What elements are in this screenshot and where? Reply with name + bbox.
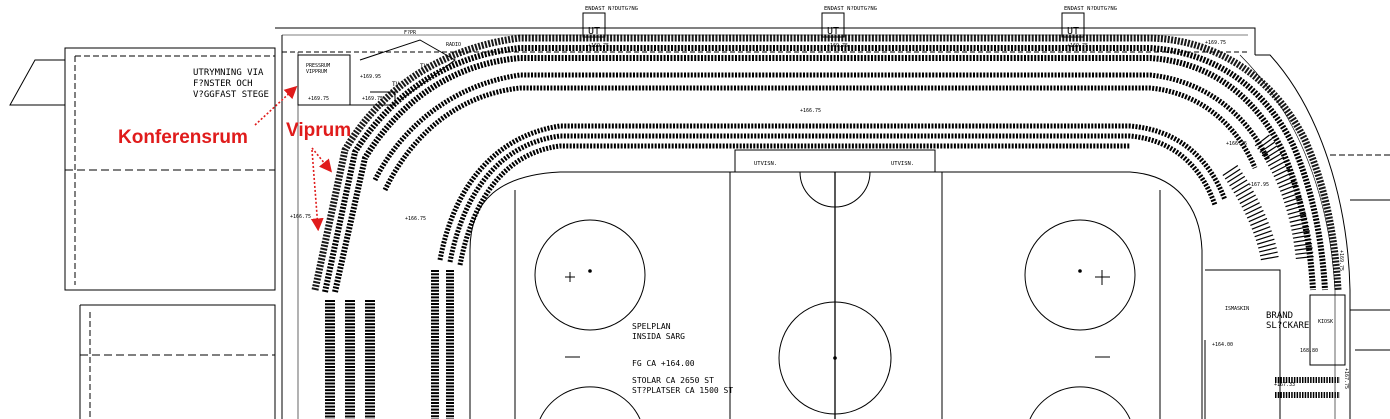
rink — [469, 149, 1203, 419]
level-label: +169.75 — [588, 43, 609, 49]
evacuation-note: F?NSTER OCH — [193, 79, 253, 89]
level-label: +169.75 — [1338, 250, 1344, 271]
level-label: +167.95 — [1248, 182, 1269, 188]
service-rooms — [1204, 269, 1346, 419]
evacuation-note: UTRYMNING VIA — [193, 68, 264, 78]
room-label-utvisn-right: UTVISN. — [891, 161, 914, 167]
room-label-pressrum: PRESSRUM — [306, 63, 330, 69]
exit-door-label: UT — [1067, 26, 1079, 37]
room-label-fpr: F?PR — [404, 30, 417, 36]
level-label: +169.95 — [360, 74, 381, 80]
annotation-viprum: Viprum — [286, 120, 351, 141]
level-label: +169.75 — [1067, 43, 1088, 49]
exit-door-label: UT — [827, 26, 839, 37]
rink-level: FG CA +164.00 — [632, 359, 695, 368]
annotation-konferensrum: Konferensrum — [118, 127, 248, 148]
faceoff-dots — [588, 269, 1082, 360]
room-label-brand: BRAND — [1266, 311, 1293, 321]
room-label-tv: TV — [420, 63, 428, 70]
exit-label: ENDAST N?DUTG?NG — [585, 6, 638, 12]
room-label-radio: RADIO — [446, 42, 461, 48]
rink-seats: STOLAR CA 2650 ST — [632, 376, 714, 385]
level-label: 168.80 — [1300, 348, 1318, 354]
exit-door-label: UT — [588, 26, 600, 37]
room-label-vipprum: VIPPRUM — [306, 69, 327, 75]
room-label-kiosk: KIOSK — [1318, 319, 1333, 325]
room-label-utvisn-left: UTVISN. — [754, 161, 777, 167]
rink-label: SPELPLAN — [632, 322, 671, 331]
level-label: +166.75 — [1226, 141, 1247, 147]
level-label: +167.75 — [1343, 368, 1349, 389]
level-label: +166.75 — [800, 108, 821, 114]
room-label-slackare: SL?CKARE — [1266, 321, 1309, 331]
exit-doors — [582, 12, 1085, 38]
level-label: +166.75 — [290, 214, 311, 220]
level-label: +166.75 — [405, 216, 426, 222]
room-label-ismaskin: ISMASKIN — [1225, 306, 1249, 312]
rink-label: INSIDA SARG — [632, 332, 685, 341]
level-label: +169.75 — [827, 43, 848, 49]
room-label-tv: TV — [392, 81, 400, 88]
exit-label: ENDAST N?DUTG?NG — [824, 6, 877, 12]
rink-standing: ST?PLATSER CA 1500 ST — [632, 386, 733, 395]
level-label: +169.75 — [308, 96, 329, 102]
level-label: +164.00 — [1212, 342, 1233, 348]
exit-label: ENDAST N?DUTG?NG — [1064, 6, 1117, 12]
level-label: +169.75 — [1205, 40, 1226, 46]
evacuation-note: V?GGFAST STEGE — [193, 90, 269, 100]
level-label: +167.33 — [1274, 382, 1295, 388]
annotation-arrows — [254, 85, 333, 232]
level-label: +169.75 — [362, 96, 383, 102]
stands — [311, 34, 1342, 419]
